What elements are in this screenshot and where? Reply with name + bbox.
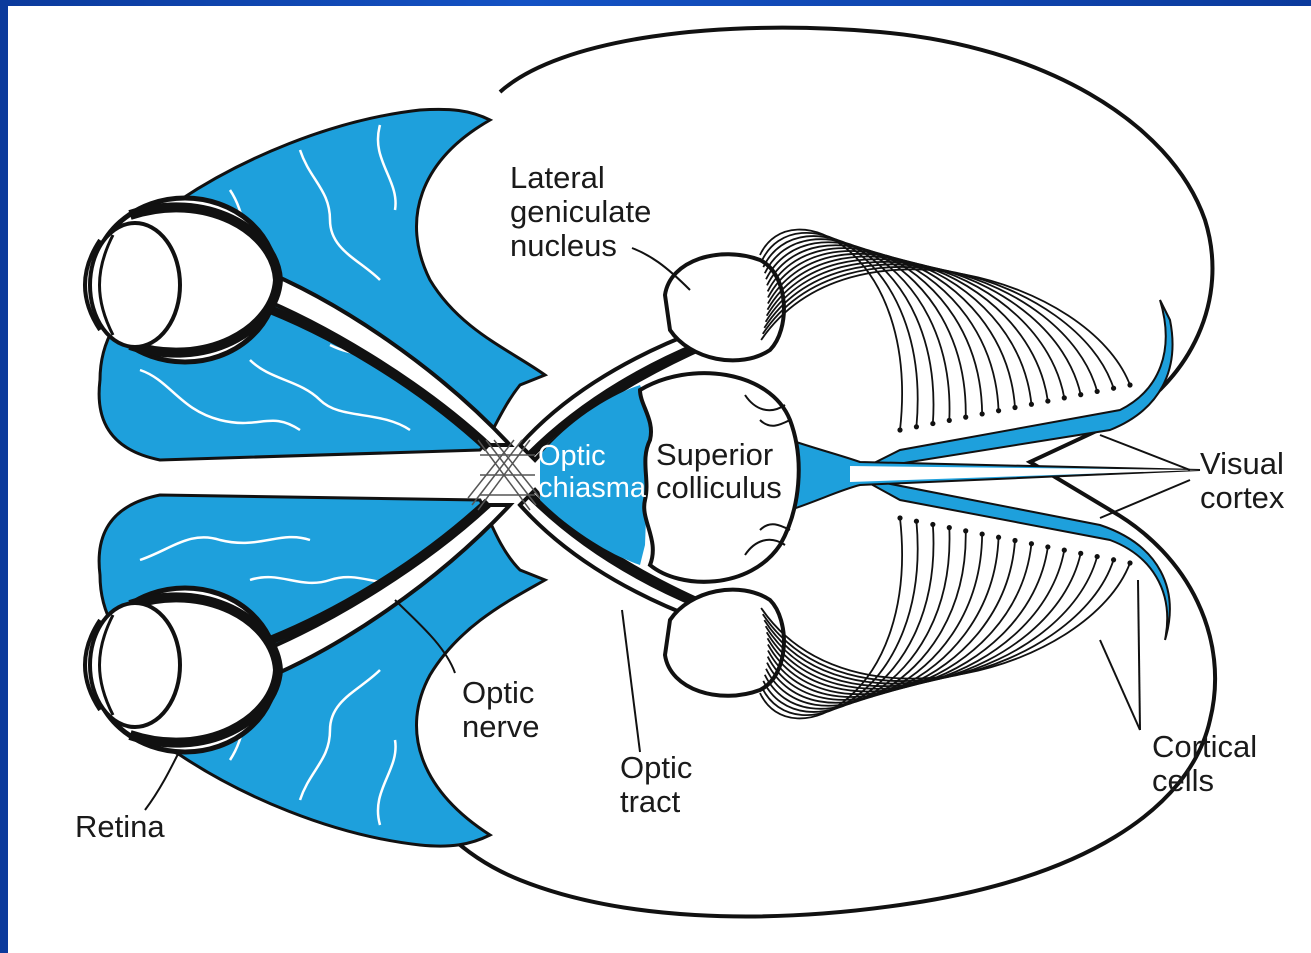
- visual-cortex-leader-bottom: [1100, 480, 1190, 518]
- label-chiasma-1: Optic: [538, 440, 606, 472]
- label-lgn-1: Lateral: [510, 160, 605, 195]
- label-visual-cortex-2: cortex: [1200, 480, 1285, 515]
- label-colliculus-1: Superior: [656, 437, 773, 472]
- cortical-cell: [1111, 557, 1116, 562]
- cortical-cell: [930, 522, 935, 527]
- cortical-cell: [980, 531, 985, 536]
- label-colliculus-2: colliculus: [656, 470, 782, 505]
- visual-cortex-leader-top: [1100, 435, 1190, 470]
- cortical-cell: [1062, 395, 1067, 400]
- label-visual-cortex-1: Visual: [1200, 446, 1284, 481]
- cortical-cell: [1045, 398, 1050, 403]
- cortical-cell: [1111, 386, 1116, 391]
- cortical-cell: [1095, 554, 1100, 559]
- cortical-cell: [1012, 538, 1017, 543]
- cortical-cell: [1062, 548, 1067, 553]
- lgn-bottom: [665, 590, 784, 696]
- cortical-cell: [1127, 382, 1132, 387]
- cortical-cell: [980, 411, 985, 416]
- cortical-cell: [947, 525, 952, 530]
- label-optic-nerve-2: nerve: [462, 709, 540, 744]
- cortical-cell: [996, 408, 1001, 413]
- label-optic-tract-2: tract: [620, 784, 681, 819]
- cortical-cell: [1012, 405, 1017, 410]
- label-chiasma-2: chiasma: [538, 472, 647, 504]
- label-optic-nerve-1: Optic: [462, 675, 534, 710]
- label-lgn-3: nucleus: [510, 228, 617, 263]
- cortical-cell: [996, 535, 1001, 540]
- cortical-cell: [963, 415, 968, 420]
- cortical-cell: [1095, 389, 1100, 394]
- cortical-cell: [897, 515, 902, 520]
- cortical-cell: [947, 418, 952, 423]
- cortical-cell: [963, 528, 968, 533]
- label-cortical-cells-2: cells: [1152, 763, 1214, 798]
- cortical-cell: [1078, 392, 1083, 397]
- cortical-cell: [914, 424, 919, 429]
- eye-top: [85, 198, 278, 362]
- cortical-cell: [1127, 560, 1132, 565]
- cortical-cell: [1029, 541, 1034, 546]
- label-cortical-cells-1: Cortical: [1152, 729, 1257, 764]
- retina-leader: [145, 750, 180, 810]
- label-lgn-2: geniculate: [510, 194, 651, 229]
- cortical-cell: [914, 519, 919, 524]
- label-optic-tract-1: Optic: [620, 750, 692, 785]
- cortical-cell: [1029, 402, 1034, 407]
- cortical-cell: [1078, 551, 1083, 556]
- cortical-cell: [1045, 544, 1050, 549]
- label-retina: Retina: [75, 809, 165, 844]
- cortical-cell: [897, 427, 902, 432]
- cortical-cell: [930, 421, 935, 426]
- eye-bottom: [85, 588, 278, 752]
